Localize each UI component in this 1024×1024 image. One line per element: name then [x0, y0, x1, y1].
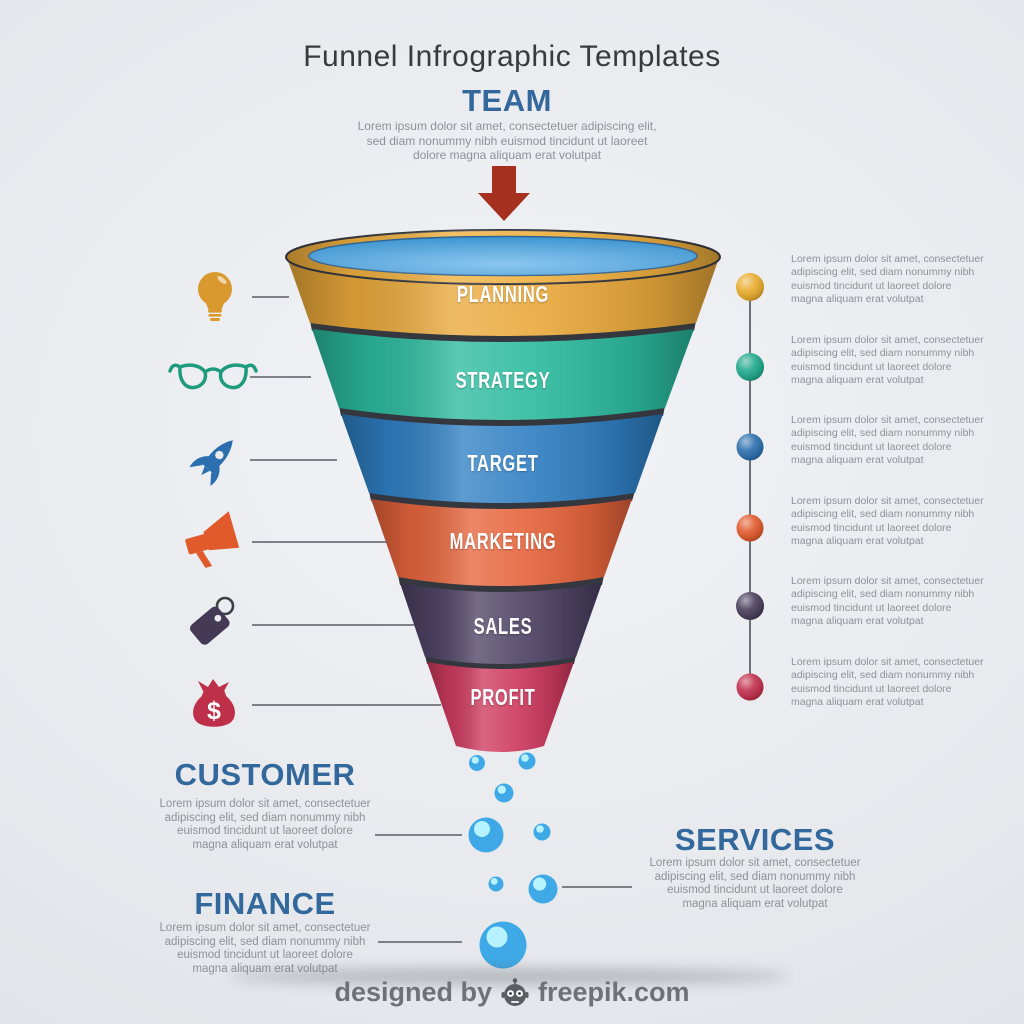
timeline-note-strategy: Lorem ipsum dolor sit amet, consectetuer…: [791, 334, 984, 387]
team-description: Lorem ipsum dolor sit amet, consectetuer…: [357, 119, 657, 163]
timeline-note-sales: Lorem ipsum dolor sit amet, consectetuer…: [791, 575, 984, 628]
freepik-robot-icon: [499, 976, 531, 1008]
footer-prefix: designed by: [334, 976, 492, 1007]
money-bag-icon: $: [193, 679, 235, 727]
timeline-dot-marketing: [736, 514, 764, 542]
segment-label-planning: PLANNING: [456, 281, 550, 307]
segment-label-sales: SALES: [473, 613, 533, 639]
megaphone-icon: [185, 511, 240, 568]
customer-description: Lorem ipsum dolor sit amet, consectetuer…: [159, 798, 371, 851]
glasses-icon: [168, 363, 258, 390]
timeline-note-profit: Lorem ipsum dolor sit amet, consectetuer…: [791, 656, 984, 709]
price-tag-icon: [190, 596, 235, 645]
funnel-top-opening: [285, 229, 721, 285]
timeline-dot-strategy: [736, 353, 764, 381]
svg-text:$: $: [207, 697, 221, 725]
services-heading: SERVICES: [674, 822, 836, 857]
finance-description: Lorem ipsum dolor sit amet, consectetuer…: [159, 922, 371, 975]
timeline: [736, 273, 764, 701]
timeline-note-target: Lorem ipsum dolor sit amet, consectetuer…: [791, 414, 984, 467]
timeline-note-planning: Lorem ipsum dolor sit amet, consectetuer…: [791, 253, 984, 306]
segment-label-profit: PROFIT: [470, 684, 536, 710]
footer-brand: freepik.com: [537, 976, 690, 1007]
segment-label-strategy: STRATEGY: [455, 367, 551, 393]
timeline-note-marketing: Lorem ipsum dolor sit amet, consectetuer…: [791, 495, 984, 548]
timeline-dot-sales: [736, 592, 764, 620]
down-arrow-icon: [478, 166, 530, 221]
page-title: Funnel Infrographic Templates: [303, 40, 721, 73]
footer-shadow: [230, 969, 790, 984]
footer-credit: designed by freepik.com: [0, 976, 1024, 1008]
segment-label-marketing: MARKETING: [449, 528, 557, 554]
timeline-dot-target: [736, 433, 764, 461]
funnel-drops: [468, 752, 558, 969]
left-connector-lines: [250, 296, 441, 706]
services-description: Lorem ipsum dolor sit amet, consectetuer…: [649, 857, 861, 910]
segment-label-target: TARGET: [467, 450, 539, 476]
timeline-dot-planning: [736, 273, 764, 301]
customer-heading: CUSTOMER: [174, 757, 356, 792]
bottom-connector-lines: [375, 834, 632, 943]
rocket-icon: [189, 440, 233, 486]
lightbulb-icon: [198, 272, 232, 321]
timeline-dot-profit: [736, 673, 764, 701]
finance-heading: FINANCE: [194, 886, 336, 921]
team-heading: TEAM: [462, 83, 552, 118]
